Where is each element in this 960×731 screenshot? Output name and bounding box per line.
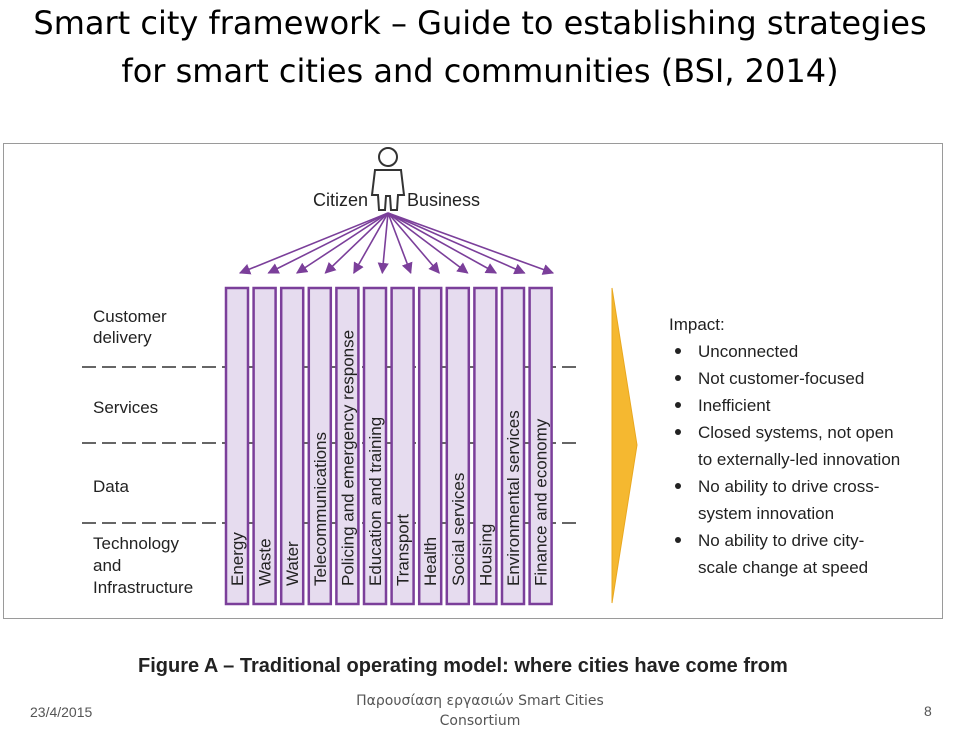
person-icon [370, 147, 406, 211]
layer-labels: Customer delivery Services Data Technolo… [93, 307, 193, 597]
footer-center-line2: Consortium [439, 713, 521, 729]
layer-label: and [93, 556, 121, 575]
chevron-arrow-icon [611, 287, 638, 604]
fan-arrow [353, 212, 389, 274]
fan-arrow [295, 212, 389, 274]
diagram-frame [3, 143, 943, 619]
service-column-label: Finance and economy [532, 418, 551, 586]
layer-label: Technology [93, 534, 180, 553]
slide-title-line2: for smart cities and communities (BSI, 2… [121, 52, 839, 90]
service-column-label: Transport [394, 514, 413, 586]
fan-arrow [377, 212, 389, 275]
fan-arrow [387, 212, 526, 275]
impact-item: Closed systems, not open [698, 423, 894, 442]
layer-label: Infrastructure [93, 578, 193, 597]
layer-label: Customer [93, 307, 167, 326]
service-column-label: Water [283, 541, 302, 586]
service-columns: Energy Waste Water Telecommunications Polici… [224, 286, 553, 606]
impact-item-continued: system innovation [698, 504, 834, 523]
service-column [528, 286, 553, 606]
impact-title: Impact: [669, 315, 725, 334]
layer-label: Data [93, 477, 129, 496]
impact-item-continued: scale change at speed [698, 558, 868, 577]
fan-arrow [387, 212, 555, 275]
service-column [362, 286, 388, 606]
fan-arrow [238, 212, 389, 275]
impact-item-continued: to externally-led innovation [698, 450, 900, 469]
figure-caption: Figure A – Traditional operating model: … [138, 655, 788, 677]
impact-item: Unconnected [698, 342, 798, 361]
service-column-label: Telecommunications [311, 432, 330, 586]
service-column-label: Policing and emergency response [338, 330, 357, 586]
footer-date: 23/4/2015 [30, 704, 93, 720]
fan-arrows [238, 212, 555, 275]
impact-item: No ability to drive city- [698, 531, 864, 550]
service-column [335, 286, 360, 606]
fan-arrow [387, 212, 440, 274]
service-column-label: Health [421, 537, 440, 586]
service-column [445, 286, 471, 606]
service-column-label: Environmental services [504, 410, 523, 586]
business-label: Business [407, 190, 480, 210]
service-column [417, 286, 443, 606]
fan-arrow [324, 212, 389, 274]
service-column [473, 286, 498, 606]
fan-arrow [387, 212, 469, 274]
footer-center-text: Παρουσίαση εργασιών Smart Cities Consort… [340, 691, 620, 731]
impact-list: Unconnected Not customer-focused Ineffic… [675, 342, 900, 577]
service-column-label: Waste [256, 538, 275, 586]
service-column [500, 286, 526, 606]
page-number: 8 [924, 703, 932, 719]
fan-arrow [267, 212, 389, 274]
impact-item: No ability to drive cross- [698, 477, 879, 496]
service-column [307, 286, 333, 606]
service-column-label: Education and training [366, 417, 385, 586]
service-column [279, 286, 305, 606]
service-column-label: Housing [476, 524, 495, 586]
service-column [390, 286, 415, 606]
service-column-label: Energy [228, 532, 247, 586]
service-column [252, 286, 277, 606]
impact-item: Inefficient [698, 396, 771, 415]
service-column [224, 286, 250, 606]
citizen-label: Citizen [313, 190, 368, 210]
fan-arrow [387, 212, 498, 274]
footer-center-line1: Παρουσίαση εργασιών Smart Cities [356, 693, 604, 709]
service-column-label: Social services [449, 473, 468, 586]
slide-title: Smart city framework – Guide to establis… [0, 0, 960, 94]
fan-arrow [387, 212, 413, 275]
layer-label: delivery [93, 328, 152, 347]
impact-item: Not customer-focused [698, 369, 864, 388]
slide-title-line1: Smart city framework – Guide to establis… [33, 4, 927, 42]
layer-label: Services [93, 398, 158, 417]
